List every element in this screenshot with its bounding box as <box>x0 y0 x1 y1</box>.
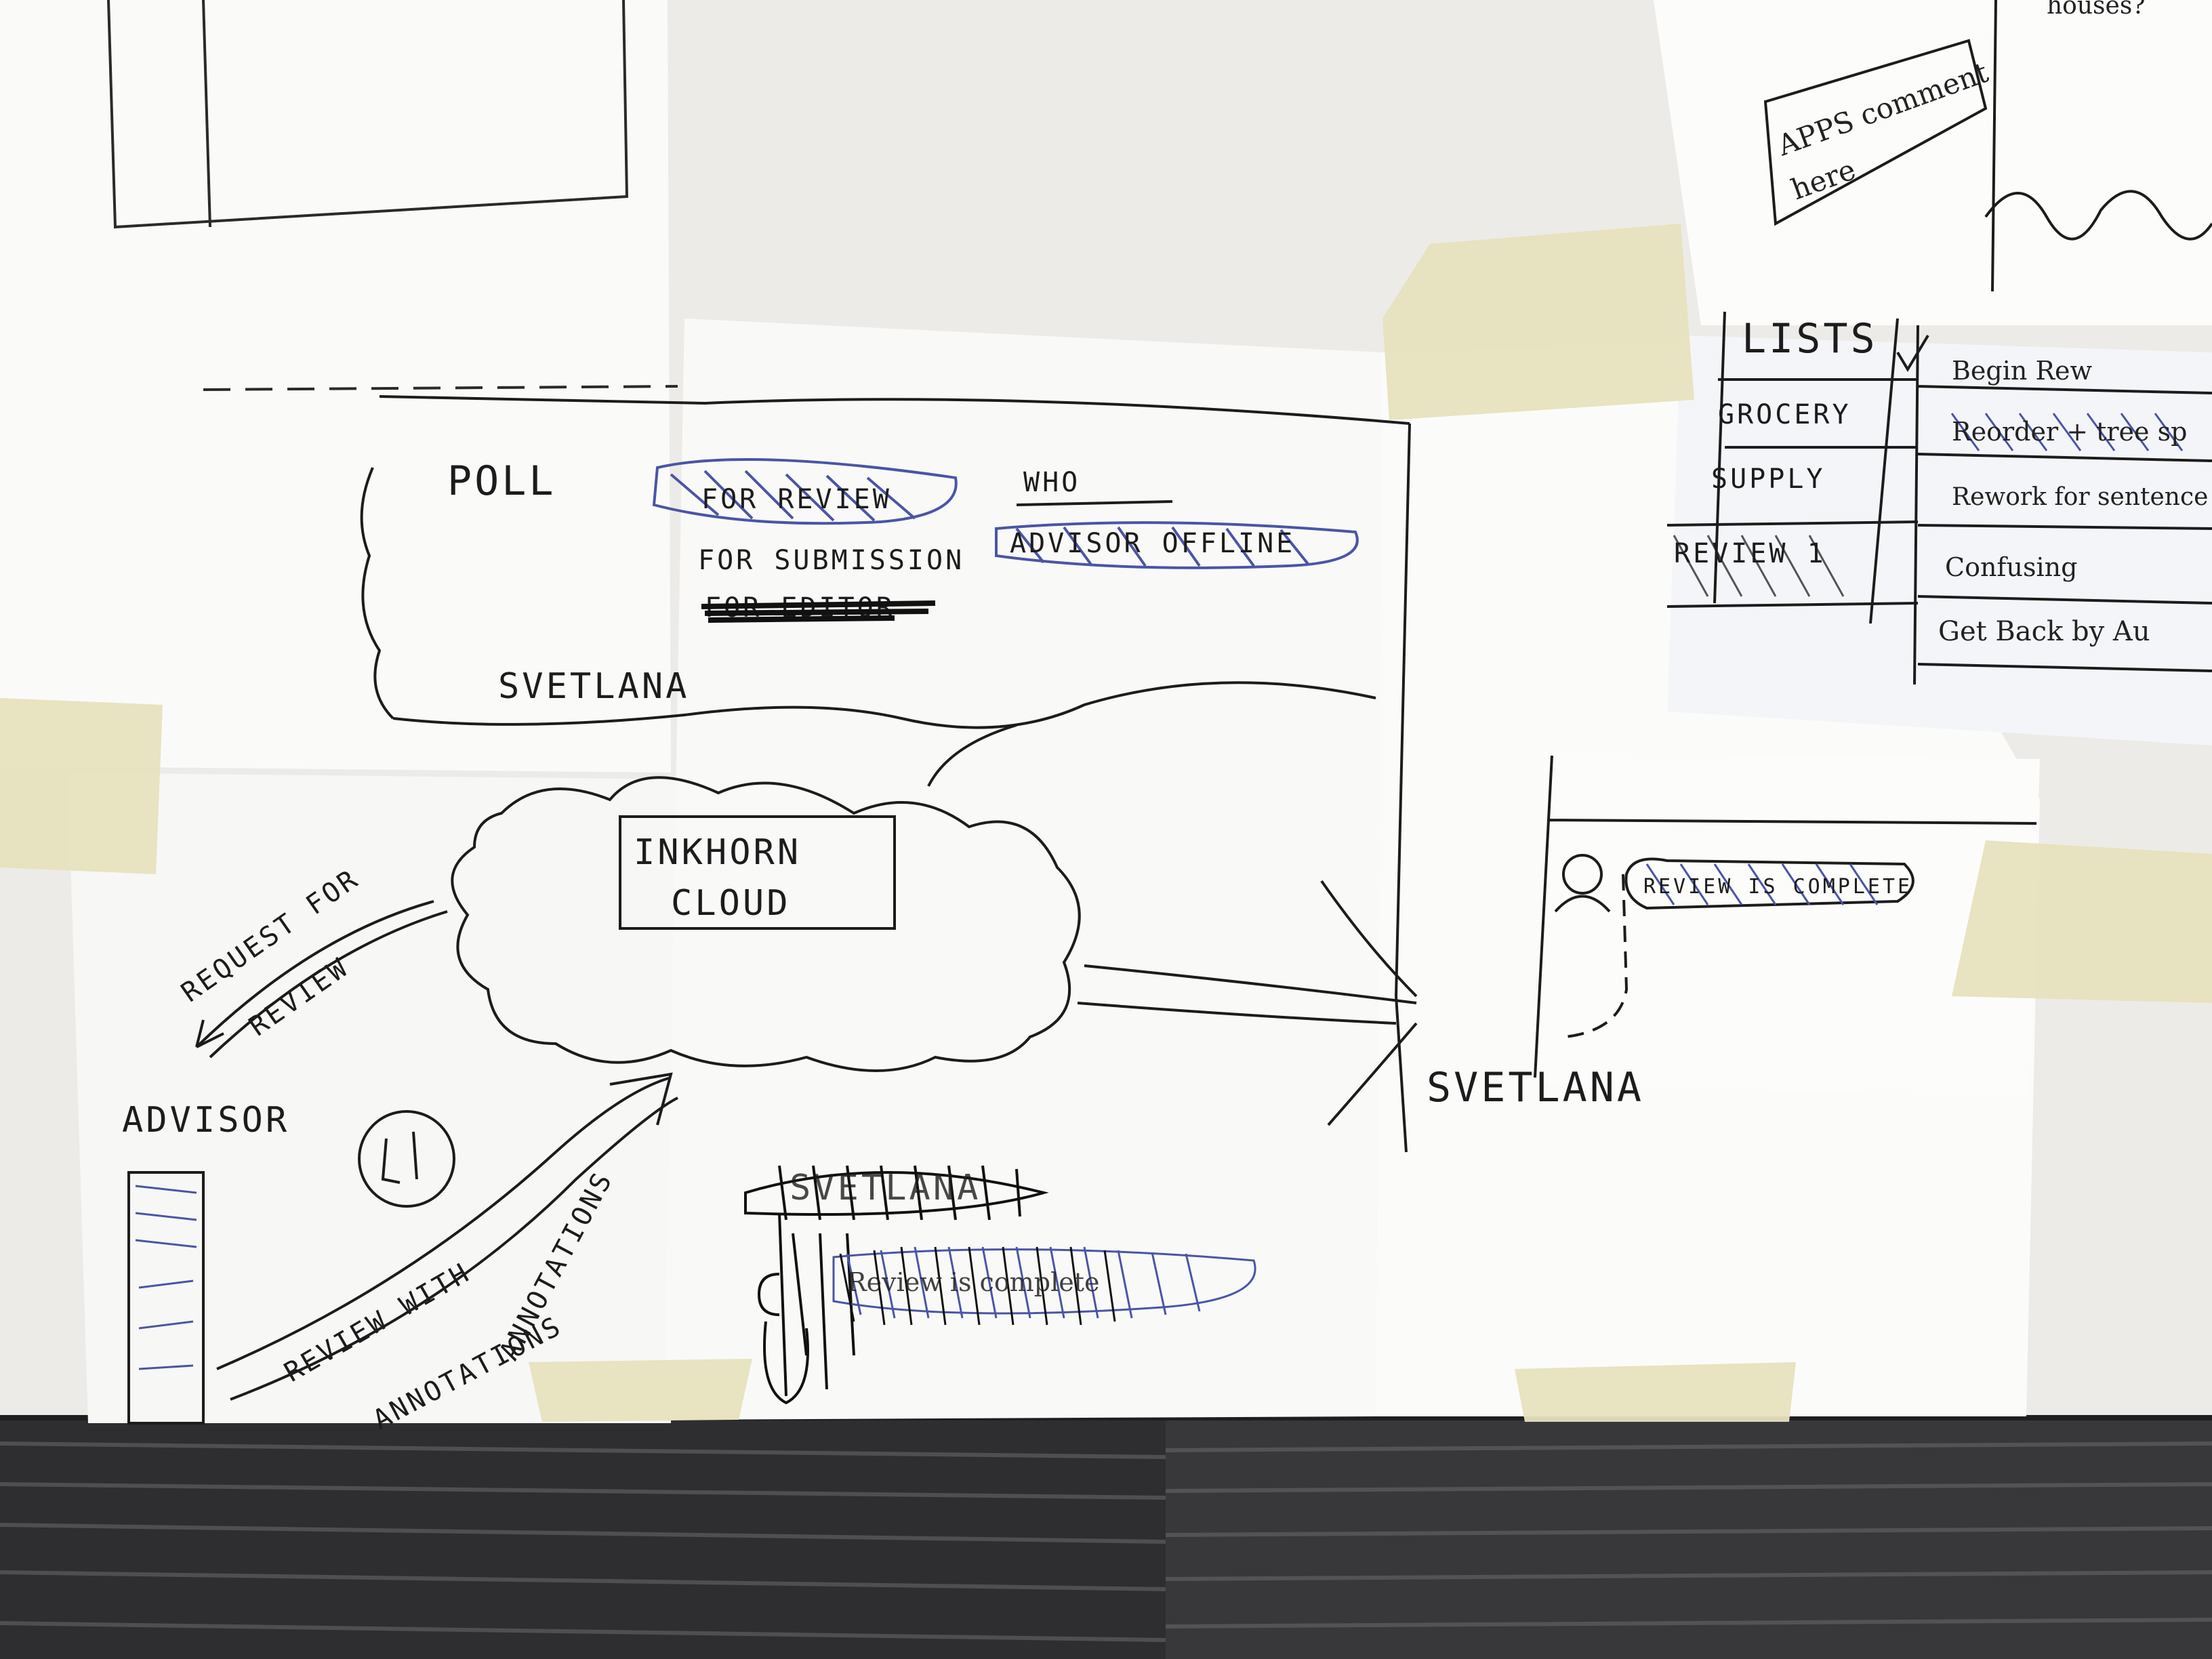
top-right-sketch <box>1763 0 2212 292</box>
poll-option-for-review: FOR REVIEW <box>701 484 892 515</box>
review-with-annotations-arrow <box>216 1072 678 1401</box>
cloud-label-line2: CLOUD <box>671 883 791 924</box>
poll-option-for-editor-struck: FOR EDITOR <box>701 592 936 623</box>
scribbled-message: Review is complete <box>847 1267 1099 1297</box>
inkhorn-cloud <box>451 776 1081 1072</box>
scribbled-notification <box>744 1165 1256 1405</box>
poll-option-for-submission: FOR SUBMISSION <box>698 545 964 576</box>
notification-sketch <box>1534 755 2037 1078</box>
advisor-label: ADVISOR <box>122 1100 289 1141</box>
poll-sketch <box>360 395 1411 1153</box>
lists-right-item-0: Begin Rew <box>1952 356 2093 386</box>
who-label: WHO <box>1023 467 1080 498</box>
lists-right-item-3: Confusing <box>1945 552 2077 582</box>
who-value: ADVISOR OFFLINE <box>1010 528 1295 559</box>
papers <box>0 0 2212 1423</box>
blue-highlight-advisor-offline <box>995 521 1359 569</box>
clock-icon <box>358 1110 455 1208</box>
lists-right-item-1: Reorder + tree sp <box>1952 417 2187 447</box>
scribbled-name: SVETLANA <box>790 1168 981 1208</box>
lists-right-item-4: Get Back by Au <box>1938 616 2150 647</box>
lists-right-item-2: Rework for sentence <box>1952 483 2208 511</box>
advisor-list-column <box>127 1171 205 1425</box>
arrow-to-svetlana <box>1077 880 1418 1126</box>
corner-text: houses? <box>2047 0 2146 20</box>
poll-name: SVETLANA <box>498 666 689 707</box>
lists-left-item-1: SUPPLY <box>1711 464 1826 495</box>
request-for-review-arrow <box>195 900 448 1059</box>
notification-message: REVIEW IS COMPLETE <box>1643 875 1912 899</box>
lists-left-item-0: GROCERY <box>1718 399 1851 430</box>
blue-highlight-for-review <box>652 458 958 525</box>
masking-tape <box>0 224 2212 1422</box>
poll-label: POLL <box>447 457 556 505</box>
lists-table <box>1666 311 2212 685</box>
lists-title: LISTS <box>1742 315 1878 363</box>
top-left-sketch <box>107 0 678 391</box>
lists-left-item-2: REVIEW 1 <box>1674 538 1826 569</box>
cloud-label-line1: INKHORN <box>634 832 801 873</box>
carpet <box>0 1415 2212 1659</box>
